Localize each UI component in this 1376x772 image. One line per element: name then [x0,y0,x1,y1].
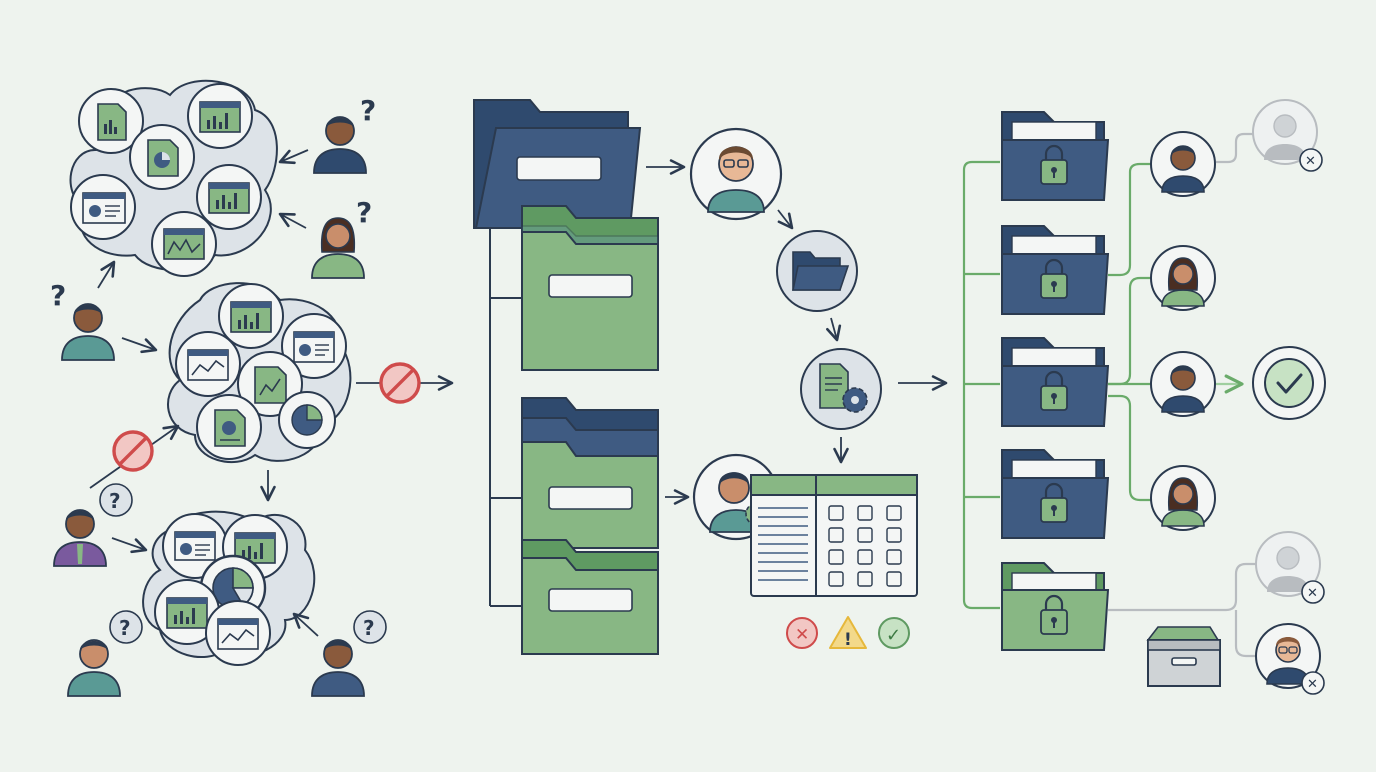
prohibited-icon [379,362,421,404]
document-pie-icon [129,124,195,190]
question-bubble-icon: ? [109,610,143,644]
lock-icon [1040,370,1068,411]
access-tree-lines [962,160,1244,610]
svg-text:?: ? [363,616,375,640]
curator-avatar [689,127,783,221]
remove-badge-icon: ✕ [1301,580,1325,604]
svg-text:?: ? [119,616,131,640]
authorized-user-avatar [1150,351,1216,417]
data-cluster-bottom [142,510,316,666]
lock-icon [1040,144,1068,185]
lock-icon [1040,482,1068,523]
svg-text:✓: ✓ [886,625,901,646]
locked-folder-icon [1001,337,1110,427]
locked-folder-icon [1001,449,1110,539]
revoked-user-avatar: ✕ [1255,623,1325,695]
user-confused [61,303,115,361]
revoked-user-avatar: ✕ [1255,531,1325,604]
user-confused [311,217,365,279]
prohibited-icon [112,430,154,472]
svg-text:!: ! [844,630,852,650]
question-bubble-icon: ? [353,610,387,644]
window-line-chart-icon [205,600,271,666]
revoked-tree-lines [1108,132,1256,658]
remove-badge-icon: ✕ [1299,148,1323,172]
data-cluster-top [69,79,278,277]
window-line-chart-icon [175,331,241,397]
subfolder-icon [521,205,659,371]
user-confused [53,509,107,567]
svg-text:✕: ✕ [1305,154,1316,169]
scattered-data-section: ? ? ? ? ? [50,79,454,697]
remove-badge-icon: ✕ [1301,671,1325,695]
authorized-user-avatar [1150,131,1216,197]
main-folder-icon [473,99,642,229]
window-pie-chart-icon [70,174,136,240]
access-control-section: ✕ ✕ ✕ [962,99,1326,695]
lock-icon [1040,258,1068,299]
question-bubble-icon: ? [99,483,133,517]
folder-hierarchy-section [473,99,659,655]
user-confused [67,639,121,697]
archive-box-icon [1146,626,1221,687]
window-bar-chart-icon [218,283,284,349]
question-mark-icon: ? [360,94,376,127]
workflow-section: ✕ ! ✓ [646,127,948,650]
user-confused [313,116,367,174]
data-table-icon [750,474,918,597]
arrows-section-3 [646,159,948,505]
subfolder-icon [521,539,659,655]
error-status-icon: ✕ [786,617,818,649]
success-status-icon: ✓ [878,617,910,649]
authorized-user-avatar [1150,465,1216,531]
hierarchy-tree-lines [489,225,522,607]
locked-folder-icon [1001,225,1110,315]
pie-chart-icon [278,391,336,449]
locked-folder-icon [1001,562,1110,651]
svg-text:?: ? [109,489,121,513]
warning-status-icon: ! [829,616,867,650]
subfolder-icon [521,397,659,549]
window-pie-chart-icon [281,313,347,379]
authorized-user-avatar [1150,245,1216,311]
lock-icon [1040,594,1068,635]
svg-text:✕: ✕ [1307,586,1318,601]
document-pie-icon [196,394,262,460]
svg-text:✕: ✕ [795,625,809,645]
gear-icon [842,387,868,413]
question-mark-icon: ? [356,196,372,229]
access-granted-check-icon [1252,346,1326,420]
document-settings-step-icon [800,348,882,430]
folder-step-icon [776,230,858,312]
window-pie-chart-icon [162,513,228,579]
document-chart-icon [78,88,144,154]
window-bar-chart-icon [154,579,220,645]
window-line-chart-icon [151,211,217,277]
svg-text:✕: ✕ [1307,677,1318,692]
revoked-user-avatar: ✕ [1252,99,1323,172]
data-cluster-middle [167,282,352,464]
locked-folder-icon [1001,111,1110,201]
user-confused [311,639,365,697]
window-bar-chart-icon [196,164,262,230]
question-mark-icon: ? [50,279,66,312]
window-bar-chart-icon [187,83,253,149]
